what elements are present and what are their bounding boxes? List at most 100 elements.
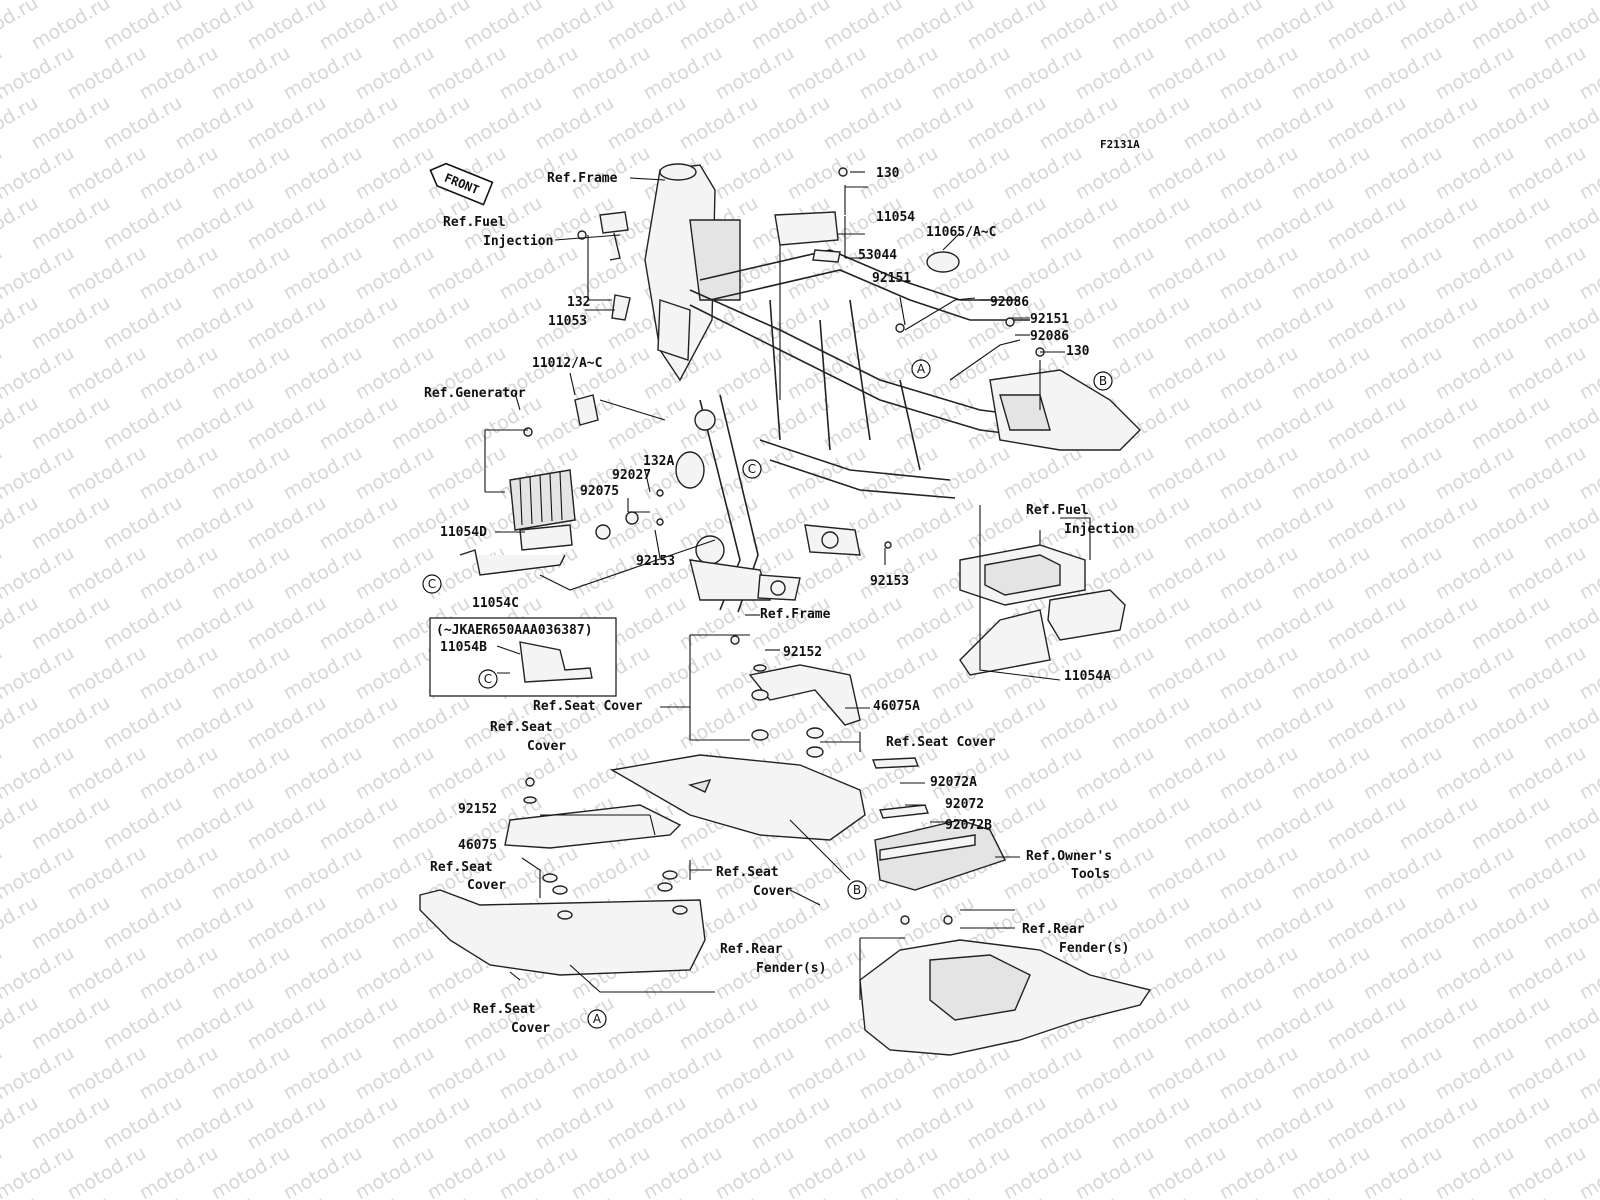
watermark-text: motod.ru xyxy=(1072,142,1158,205)
watermark-text: motod.ru xyxy=(460,92,546,155)
watermark-text: motod.ru xyxy=(100,392,186,455)
watermark-text: motod.ru xyxy=(1324,192,1410,255)
watermark-text: motod.ru xyxy=(280,42,366,105)
watermark-text: motod.ru xyxy=(640,42,726,105)
label-ref-rear-fender-1a: Ref.Rear xyxy=(720,942,783,957)
inset-condition: (~JKAER650AAA036387) xyxy=(436,623,593,638)
watermark-text: motod.ru xyxy=(136,42,222,105)
watermark-text: motod.ru xyxy=(1144,142,1230,205)
circle-marker-c: C xyxy=(742,459,762,479)
watermark-text: motod.ru xyxy=(352,442,438,505)
watermark-text: motod.ru xyxy=(208,542,294,605)
watermark-text: motod.ru xyxy=(928,142,1014,205)
watermark-text: motod.ru xyxy=(496,1142,582,1200)
label-46075: 46075 xyxy=(458,838,497,853)
watermark-text: motod.ru xyxy=(280,1042,366,1105)
svg-text:A: A xyxy=(593,1012,602,1026)
watermark-text: motod.ru xyxy=(640,1042,726,1105)
label-92086-b: 92086 xyxy=(1030,329,1069,344)
watermark-text: motod.ru xyxy=(1360,942,1446,1005)
watermark-text: motod.ru xyxy=(1396,692,1482,755)
watermark-text: motod.ru xyxy=(100,792,186,855)
watermark-text: motod.ru xyxy=(172,1092,258,1155)
watermark-text: motod.ru xyxy=(316,1092,402,1155)
watermark-text: motod.ru xyxy=(1216,942,1302,1005)
watermark-text: motod.ru xyxy=(856,442,942,505)
watermark-text: motod.ru xyxy=(28,992,114,1055)
watermark-text: motod.ru xyxy=(244,92,330,155)
watermark-text: motod.ru xyxy=(1432,842,1518,905)
label-92072b: 92072B xyxy=(945,818,992,833)
watermark-text: motod.ru xyxy=(748,92,834,155)
watermark-text: motod.ru xyxy=(1180,792,1266,855)
watermark-text: motod.ru xyxy=(352,1042,438,1105)
label-ref-rear-fender-2b: Fender(s) xyxy=(1059,941,1129,956)
watermark-text: motod.ru xyxy=(1000,1042,1086,1105)
watermark-text: motod.ru xyxy=(964,92,1050,155)
watermark-text: motod.ru xyxy=(856,742,942,805)
watermark-text: motod.ru xyxy=(712,1042,798,1105)
label-92072a: 92072A xyxy=(930,775,977,790)
label-ref-seat-cover-6b: Cover xyxy=(511,1021,550,1036)
watermark-text: motod.ru xyxy=(352,242,438,305)
watermark-text: motod.ru xyxy=(388,492,474,555)
watermark-text: motod.ru xyxy=(316,192,402,255)
svg-text:C: C xyxy=(748,462,756,476)
watermark-text: motod.ru xyxy=(1324,1092,1410,1155)
watermark-text: motod.ru xyxy=(244,492,330,555)
watermark-text: motod.ru xyxy=(1000,42,1086,105)
label-ref-seat-cover-5a: Ref.Seat xyxy=(716,865,779,880)
watermark-text: motod.ru xyxy=(1216,842,1302,905)
watermark-text: motod.ru xyxy=(748,992,834,1055)
watermark-text: motod.ru xyxy=(460,292,546,355)
watermark-text: motod.ru xyxy=(136,742,222,805)
label-92152-top: 92152 xyxy=(783,645,822,660)
watermark-text: motod.ru xyxy=(100,892,186,955)
watermark-text: motod.ru xyxy=(316,692,402,755)
watermark-text: motod.ru xyxy=(892,1092,978,1155)
watermark-text: motod.ru xyxy=(532,1092,618,1155)
watermark-text: motod.ru xyxy=(136,442,222,505)
watermark-text: motod.ru xyxy=(1072,742,1158,805)
leader-lines xyxy=(484,171,1091,1000)
label-92153-right: 92153 xyxy=(870,574,909,589)
watermark-text: motod.ru xyxy=(208,1042,294,1105)
watermark-text: motod.ru xyxy=(1108,692,1194,755)
watermark-text: motod.ru xyxy=(928,42,1014,105)
watermark-text: motod.ru xyxy=(100,492,186,555)
label-ref-seat-cover-3a: Ref.Seat xyxy=(490,720,553,735)
watermark-text: motod.ru xyxy=(424,1042,510,1105)
watermark-text: motod.ru xyxy=(1468,92,1554,155)
watermark-text: motod.ru xyxy=(1468,792,1554,855)
watermark-text: motod.ru xyxy=(1432,1042,1518,1105)
watermark-text: motod.ru xyxy=(1504,442,1590,505)
watermark-text: motod.ru xyxy=(1504,1042,1590,1105)
label-11054d: 11054D xyxy=(440,525,487,540)
watermark-text: motod.ru xyxy=(172,992,258,1055)
watermark-text: motod.ru xyxy=(1432,142,1518,205)
watermark-text: motod.ru xyxy=(1252,792,1338,855)
watermark-text: motod.ru xyxy=(1288,342,1374,405)
rear-fender-drawing xyxy=(859,915,1152,1056)
watermark-text: motod.ru xyxy=(1468,1092,1554,1155)
watermark-text: motod.ru xyxy=(1108,1092,1194,1155)
watermark-text: motod.ru xyxy=(1360,342,1446,405)
watermark-text: motod.ru xyxy=(1360,642,1446,705)
watermark-text: motod.ru xyxy=(1072,1042,1158,1105)
watermark-text: motod.ru xyxy=(1432,542,1518,605)
watermark-text: motod.ru xyxy=(1252,392,1338,455)
watermark-text: motod.ru xyxy=(280,642,366,705)
watermark-text: motod.ru xyxy=(928,442,1014,505)
watermark-text: motod.ru xyxy=(928,1142,1014,1200)
watermark-text: motod.ru xyxy=(1252,92,1338,155)
watermark-text: motod.ru xyxy=(1108,792,1194,855)
circle-marker-c: C xyxy=(422,574,442,594)
watermark-text: motod.ru xyxy=(172,792,258,855)
watermark-text: motod.ru xyxy=(604,1092,690,1155)
watermark-text: motod.ru xyxy=(172,492,258,555)
watermark-text: motod.ru xyxy=(1324,992,1410,1055)
watermark-text: motod.ru xyxy=(1288,442,1374,505)
watermark-text: motod.ru xyxy=(1288,642,1374,705)
label-130-top: 130 xyxy=(876,166,900,181)
watermark-text: motod.ru xyxy=(1180,592,1266,655)
